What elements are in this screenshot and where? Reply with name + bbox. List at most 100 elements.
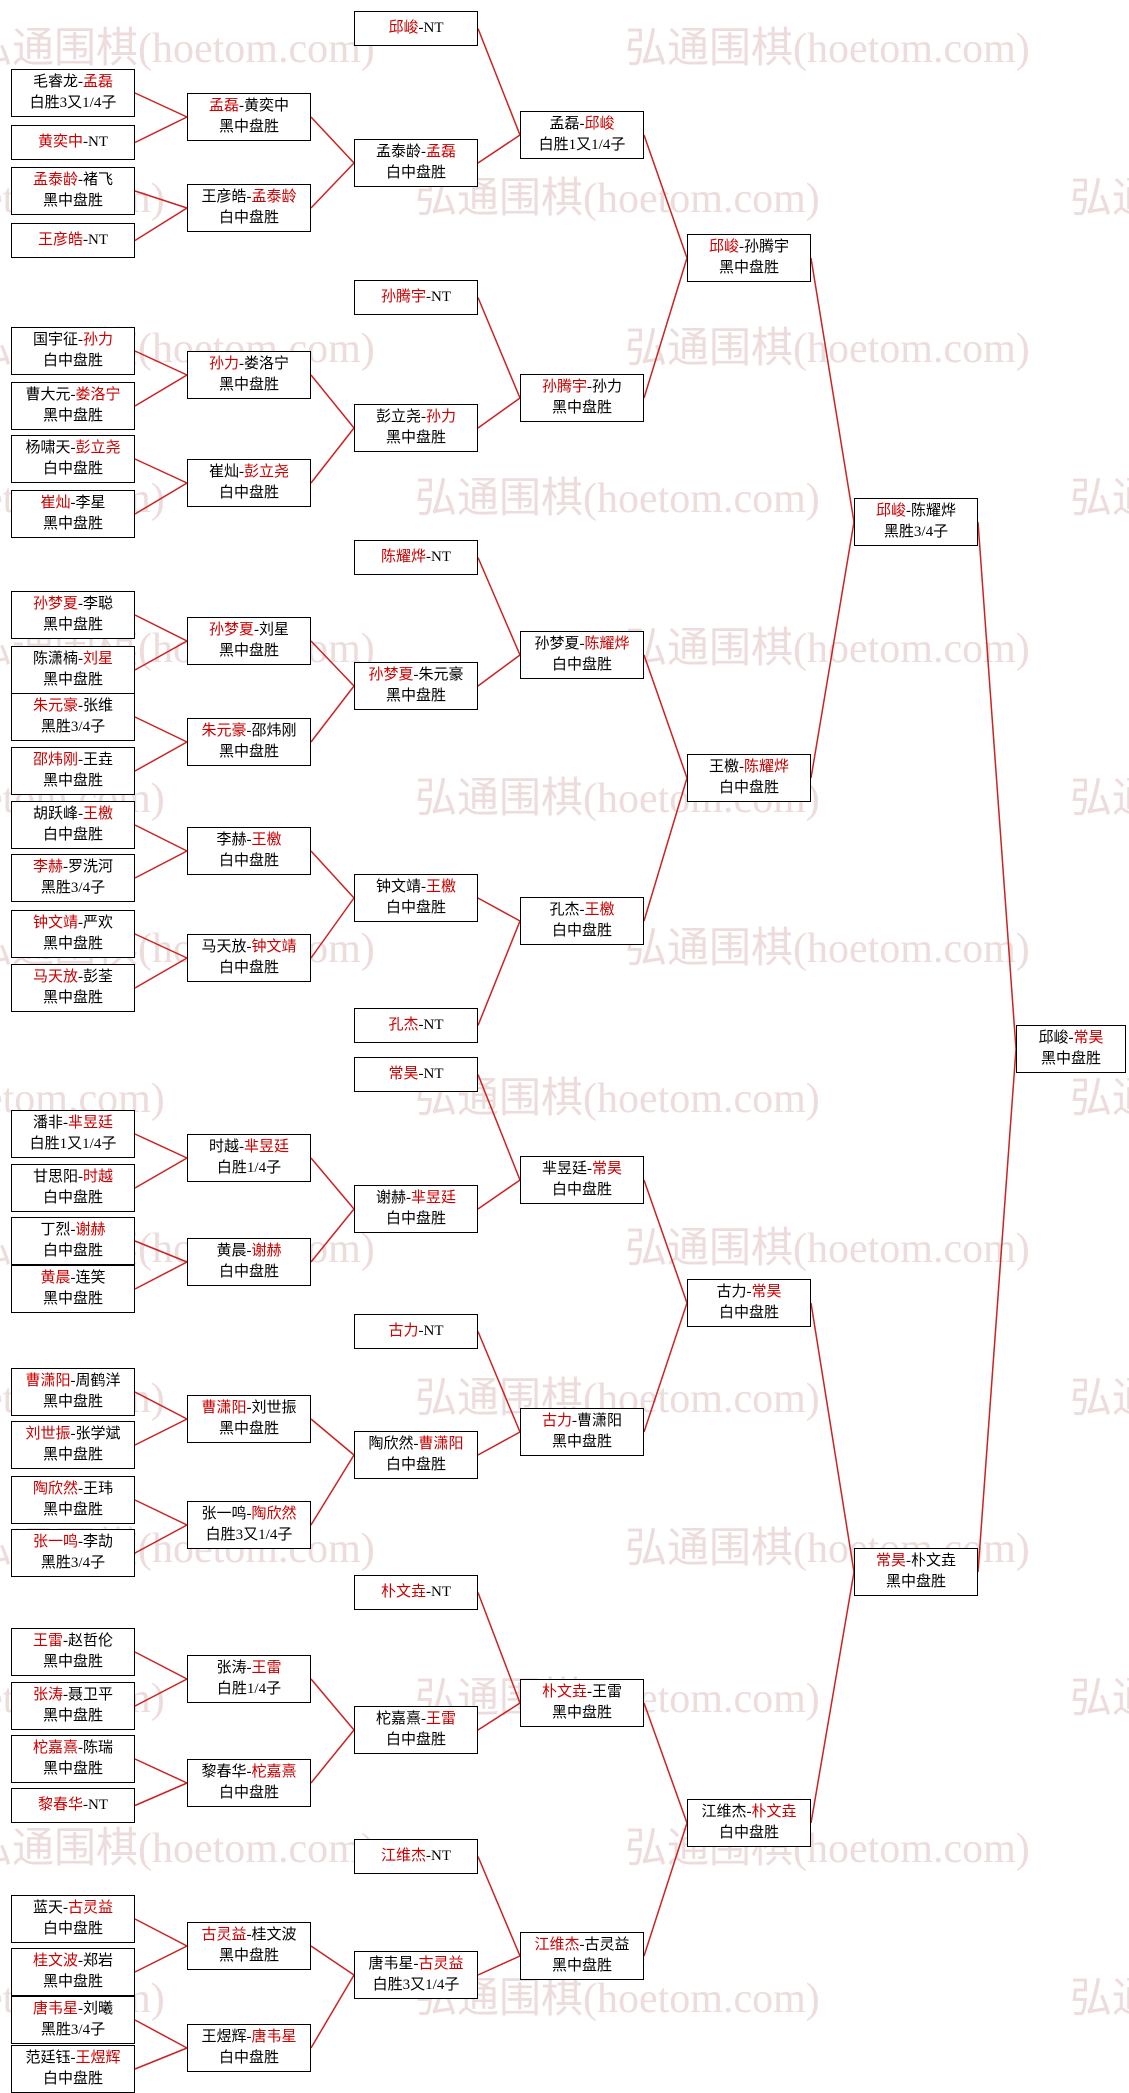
vs-separator: - xyxy=(246,1927,252,1943)
match-title: 江维杰-古灵益 xyxy=(534,1935,629,1956)
connector-line xyxy=(310,1729,355,1784)
player-name: 孙梦夏 xyxy=(208,622,254,638)
connector-line xyxy=(134,2047,188,2070)
player-name: 孙腾宇 xyxy=(744,239,790,255)
player-name: 刘世振 xyxy=(251,1400,297,1416)
match-title: 黄晨-连笑 xyxy=(40,1268,105,1289)
player-name: 李劼 xyxy=(83,1534,114,1550)
match-box: 黄奕中-NT xyxy=(11,125,135,160)
player-name: 李聪 xyxy=(83,596,114,612)
vs-separator: - xyxy=(421,144,426,160)
player-name: 谢赫 xyxy=(375,1190,406,1206)
vs-separator: - xyxy=(63,1633,68,1649)
match-title: 黎春华-NT xyxy=(38,1795,108,1816)
match-title: 孙腾宇-孙力 xyxy=(542,377,622,398)
connector-line xyxy=(310,1974,355,2049)
vs-separator: - xyxy=(413,1436,419,1452)
vs-separator: - xyxy=(418,1066,424,1082)
vs-separator: - xyxy=(418,1017,424,1033)
connector-line xyxy=(134,957,188,989)
match-title: 常昊-朴文垚 xyxy=(876,1551,956,1572)
vs-separator: - xyxy=(78,1953,83,1969)
match-box: 杨啸天-彭立尧白中盘胜 xyxy=(11,435,135,483)
connector-line xyxy=(134,1945,188,1973)
player-name: 杨啸天 xyxy=(25,440,71,456)
vs-separator: - xyxy=(70,2050,76,2066)
match-title: 孟泰龄-褚飞 xyxy=(33,170,113,191)
match-result: 白胜1/4子 xyxy=(216,1160,282,1176)
player-name: NT xyxy=(88,134,108,150)
match-title: 唐韦星-古灵益 xyxy=(368,1954,463,1975)
match-title: 毛睿龙-孟磊 xyxy=(33,72,113,93)
match-result: 白中盘胜 xyxy=(718,1825,779,1841)
match-result: 白中盘胜 xyxy=(42,1921,103,1937)
match-result: 黑胜3/4子 xyxy=(883,524,949,540)
player-name: 孙腾宇 xyxy=(541,379,587,395)
vs-separator: - xyxy=(587,1161,592,1177)
match-result: 白中盘胜 xyxy=(385,1457,446,1473)
connector-line xyxy=(134,850,188,879)
player-name: 钟文靖 xyxy=(375,879,421,895)
match-box: 陈耀烨-NT xyxy=(354,540,478,575)
player-name: 孟磊 xyxy=(208,98,239,114)
connector-line xyxy=(310,1678,355,1731)
match-box: 江维杰-朴文垚白中盘胜 xyxy=(687,1799,811,1847)
player-name: 聂卫平 xyxy=(68,1687,114,1703)
vs-separator: - xyxy=(426,289,431,305)
match-title: 范廷钰-王煜辉 xyxy=(25,2048,120,2069)
connector-line xyxy=(477,920,521,1026)
player-name: 黄晨 xyxy=(40,1270,71,1286)
connector-line xyxy=(134,190,188,209)
connector-line xyxy=(477,1074,521,1181)
match-box: 柁嘉熹-王雷白中盘胜 xyxy=(354,1706,478,1754)
match-title: 彭立尧-孙力 xyxy=(376,407,456,428)
connector-line xyxy=(134,482,188,515)
vs-separator: - xyxy=(78,969,83,985)
match-result: 白中盘胜 xyxy=(551,657,612,673)
match-title: 胡跃峰-王檄 xyxy=(33,804,113,825)
match-box: 孟磊-邱峻白胜1又1/4子 xyxy=(520,111,644,159)
match-result: 白中盘胜 xyxy=(218,853,279,869)
match-result: 白中盘胜 xyxy=(218,485,279,501)
connector-line xyxy=(643,654,688,779)
match-box: 曹大元-娄洛宁黑中盘胜 xyxy=(11,382,135,430)
vs-separator: - xyxy=(70,440,76,456)
match-box: 朴文垚-NT xyxy=(354,1575,478,1610)
player-name: 孟泰龄 xyxy=(32,172,78,188)
vs-separator: - xyxy=(63,859,68,875)
player-name: 王檄 xyxy=(584,902,615,918)
player-name: 孟泰龄 xyxy=(375,144,421,160)
connector-line xyxy=(310,1454,355,1526)
match-result: 黑胜3/4子 xyxy=(40,1555,106,1571)
player-name: 孟磊 xyxy=(83,74,114,90)
player-name: 张一鸣 xyxy=(32,1534,78,1550)
match-title: 孙梦夏-刘星 xyxy=(209,620,289,641)
player-name: 孔杰 xyxy=(549,902,580,918)
match-result: 黑中盘胜 xyxy=(385,430,446,446)
connector-line xyxy=(134,741,188,772)
player-name: 钟文靖 xyxy=(32,915,78,931)
connector-line xyxy=(810,257,855,523)
match-result: 白中盘胜 xyxy=(385,1732,446,1748)
player-name: 时越 xyxy=(208,1139,239,1155)
connector-line xyxy=(310,685,355,743)
connector-line xyxy=(310,116,355,164)
player-name: 古力 xyxy=(541,1413,572,1429)
player-name: 常昊 xyxy=(592,1161,623,1177)
match-result: 白中盘胜 xyxy=(42,461,103,477)
match-title: 刘世振-张学斌 xyxy=(25,1424,120,1445)
match-result: 黑中盘胜 xyxy=(42,1654,103,1670)
player-name: NT xyxy=(423,1323,444,1339)
vs-separator: - xyxy=(746,1804,752,1820)
player-name: 孟磊 xyxy=(549,116,580,132)
match-box: 黎春华-柁嘉熹白中盘胜 xyxy=(187,1759,311,1807)
connector-line xyxy=(134,1651,188,1680)
match-title: 陈耀烨-NT xyxy=(381,547,451,568)
match-title: 朱元豪-张维 xyxy=(33,696,113,717)
player-name: 邱峻 xyxy=(875,503,906,519)
connector-line xyxy=(134,1391,188,1420)
vs-separator: - xyxy=(239,464,244,480)
vs-separator: - xyxy=(739,759,744,775)
match-box: 江维杰-古灵益黑中盘胜 xyxy=(520,1932,644,1980)
connector-line xyxy=(134,614,188,642)
